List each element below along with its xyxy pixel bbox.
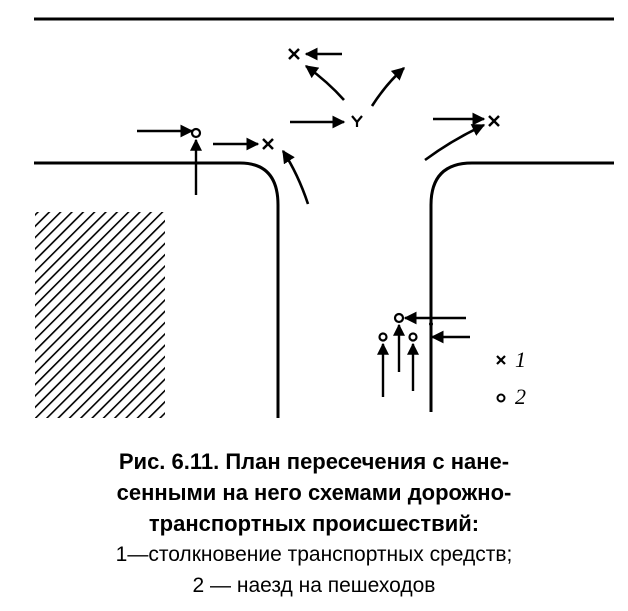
legend-label-2: 2 (515, 384, 526, 409)
caption-line-5: 2 — наезд на пешеходов (192, 574, 436, 597)
legend: 1 2 (496, 347, 526, 409)
collision-point-center (351, 115, 363, 127)
legend-label-1: 1 (515, 347, 526, 372)
right-road-edge (429, 161, 614, 412)
legend-circle-icon (496, 393, 506, 403)
pedestrian-point-mid (393, 312, 405, 324)
pedestrian-point-low-left (378, 332, 388, 342)
caption-line-2: сенными на него схемами дорожно- (116, 480, 512, 505)
vehicle-trajectories (137, 47, 486, 344)
pedestrian-point-left (190, 127, 202, 139)
caption-line-3: транспортных происшествий: (148, 511, 480, 536)
intersection-diagram: 1 2 (34, 17, 614, 418)
caption-line-4: 1—столкновение транспортных средств; (115, 543, 513, 566)
collision-point-left (262, 138, 274, 150)
pedestrian-point-small (429, 322, 433, 326)
figure-caption: Рис. 6.11. План пересечения с нане- сенн… (0, 446, 628, 601)
left-road-edge (34, 161, 280, 418)
collision-point-right (488, 115, 500, 127)
caption-line-1: Рис. 6.11. План пересечения с нане- (118, 449, 510, 474)
pedestrian-point-low-right (408, 332, 418, 342)
pedestrian-paths (190, 138, 419, 397)
legend-cross-icon (496, 355, 506, 365)
collision-point-top (288, 48, 300, 60)
building-hatched (35, 212, 165, 418)
